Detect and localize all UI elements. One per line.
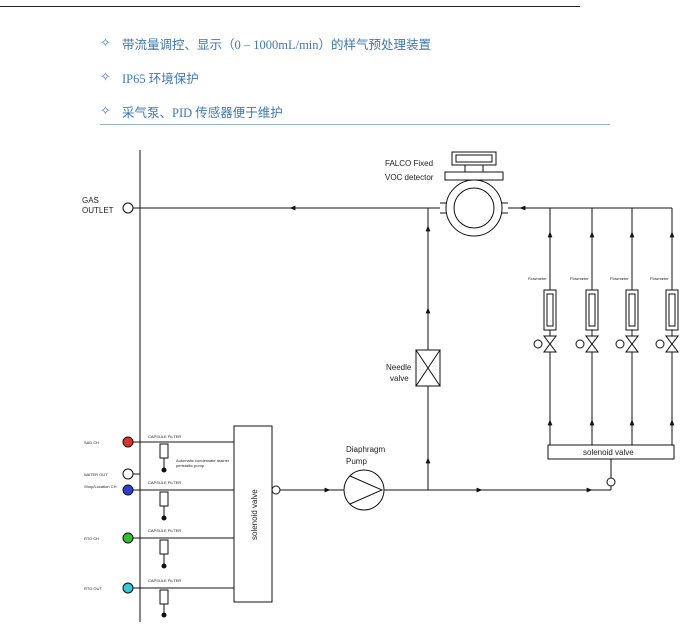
inlet-port-green [122, 532, 134, 544]
gas-outlet-port [122, 202, 134, 214]
capsule-filter-icon [159, 491, 169, 507]
diamond-star-icon: ✧ [100, 103, 111, 118]
detector-neck [444, 171, 504, 181]
svg-text:CAPSULE FILTER: CAPSULE FILTER [148, 578, 181, 583]
svg-text:CAPSULE FILTER: CAPSULE FILTER [148, 434, 181, 439]
detector-screen [455, 154, 493, 163]
feature-text: IP65 环境保护 [122, 71, 199, 86]
inlet-row: Shop/Location CH CAPSULE FILTER [84, 480, 234, 521]
svg-text:Flowmeter: Flowmeter [650, 276, 669, 281]
needle-valve-icon [415, 349, 441, 387]
svg-text:RTO CH: RTO CH [84, 536, 99, 541]
inlet-port-blue [122, 484, 134, 496]
connector-icon [271, 485, 281, 495]
diamond-star-icon: ✧ [100, 35, 111, 50]
svg-text:Shop/Location CH: Shop/Location CH [84, 484, 117, 489]
svg-text:SAD CH: SAD CH [84, 440, 99, 445]
capsule-filter-icon [159, 589, 169, 605]
gas-outlet-label: GAS [82, 196, 99, 205]
detector-label: VOC detector [385, 173, 434, 182]
pump-label: Diaphragm [346, 445, 385, 454]
inlet-row: RTO CH CAPSULE FILTER [84, 528, 234, 569]
gas-outlet-label: OUTLET [82, 206, 114, 215]
feature-item: ✧ 采气泵、PID 传感器便于维护 [100, 94, 431, 128]
solenoid-valve-label: solenoid valve [250, 489, 259, 540]
svg-text:peristaltic pump: peristaltic pump [176, 463, 205, 468]
diamond-star-icon: ✧ [100, 69, 111, 84]
flowmeter-branch: Flowmeter [528, 208, 557, 445]
svg-text:CAPSULE FILTER: CAPSULE FILTER [148, 480, 181, 485]
inlet-row: SAD CH CAPSULE FILTER Automatic condensa… [84, 434, 234, 473]
flowmeter-branch: Flowmeter [650, 208, 679, 445]
capsule-filter-icon [159, 443, 169, 459]
inlet-port-white [122, 468, 134, 480]
feature-text: 带流量调控、显示（0 – 1000mL/min）的样气预处理装置 [122, 37, 432, 52]
feature-text: 采气泵、PID 传感器便于维护 [122, 105, 283, 120]
feature-item: ✧ 带流量调控、显示（0 – 1000mL/min）的样气预处理装置 [100, 26, 431, 60]
inlet-row: WATER OUT [84, 468, 140, 480]
svg-text:Automatic condensate drainer: Automatic condensate drainer [176, 458, 230, 463]
flowmeter-branch: Flowmeter [610, 208, 639, 445]
solenoid-valve-label: solenoid valve [583, 448, 634, 457]
svg-text:WATER OUT: WATER OUT [84, 472, 108, 477]
detector-sensor [453, 187, 495, 229]
pump-label: Pump [346, 457, 367, 466]
needle-valve-label: valve [390, 374, 409, 383]
flowmeter-branch: Flowmeter [570, 208, 599, 445]
inlet-row: RTO OUT CAPSULE FILTER [84, 578, 234, 618]
svg-text:Flowmeter: Flowmeter [610, 276, 629, 281]
inlet-port-red [122, 436, 134, 448]
solenoid-valve-left [233, 425, 273, 603]
connector-icon [606, 477, 616, 487]
capsule-filter-icon [159, 539, 169, 555]
feature-list: ✧ 带流量调控、显示（0 – 1000mL/min）的样气预处理装置 ✧ IP6… [100, 26, 431, 128]
needle-valve-label: Needle [386, 363, 412, 372]
svg-text:Flowmeter: Flowmeter [570, 276, 589, 281]
svg-text:RTO OUT: RTO OUT [84, 586, 102, 591]
svg-text:CAPSULE FILTER: CAPSULE FILTER [148, 528, 181, 533]
inlet-port-cyan [122, 582, 134, 594]
svg-text:Flowmeter: Flowmeter [528, 276, 547, 281]
header-rule [0, 6, 580, 7]
detector-label: FALCO Fixed [385, 159, 433, 168]
feature-item: ✧ IP65 环境保护 [100, 60, 431, 94]
separator-line [100, 124, 610, 125]
